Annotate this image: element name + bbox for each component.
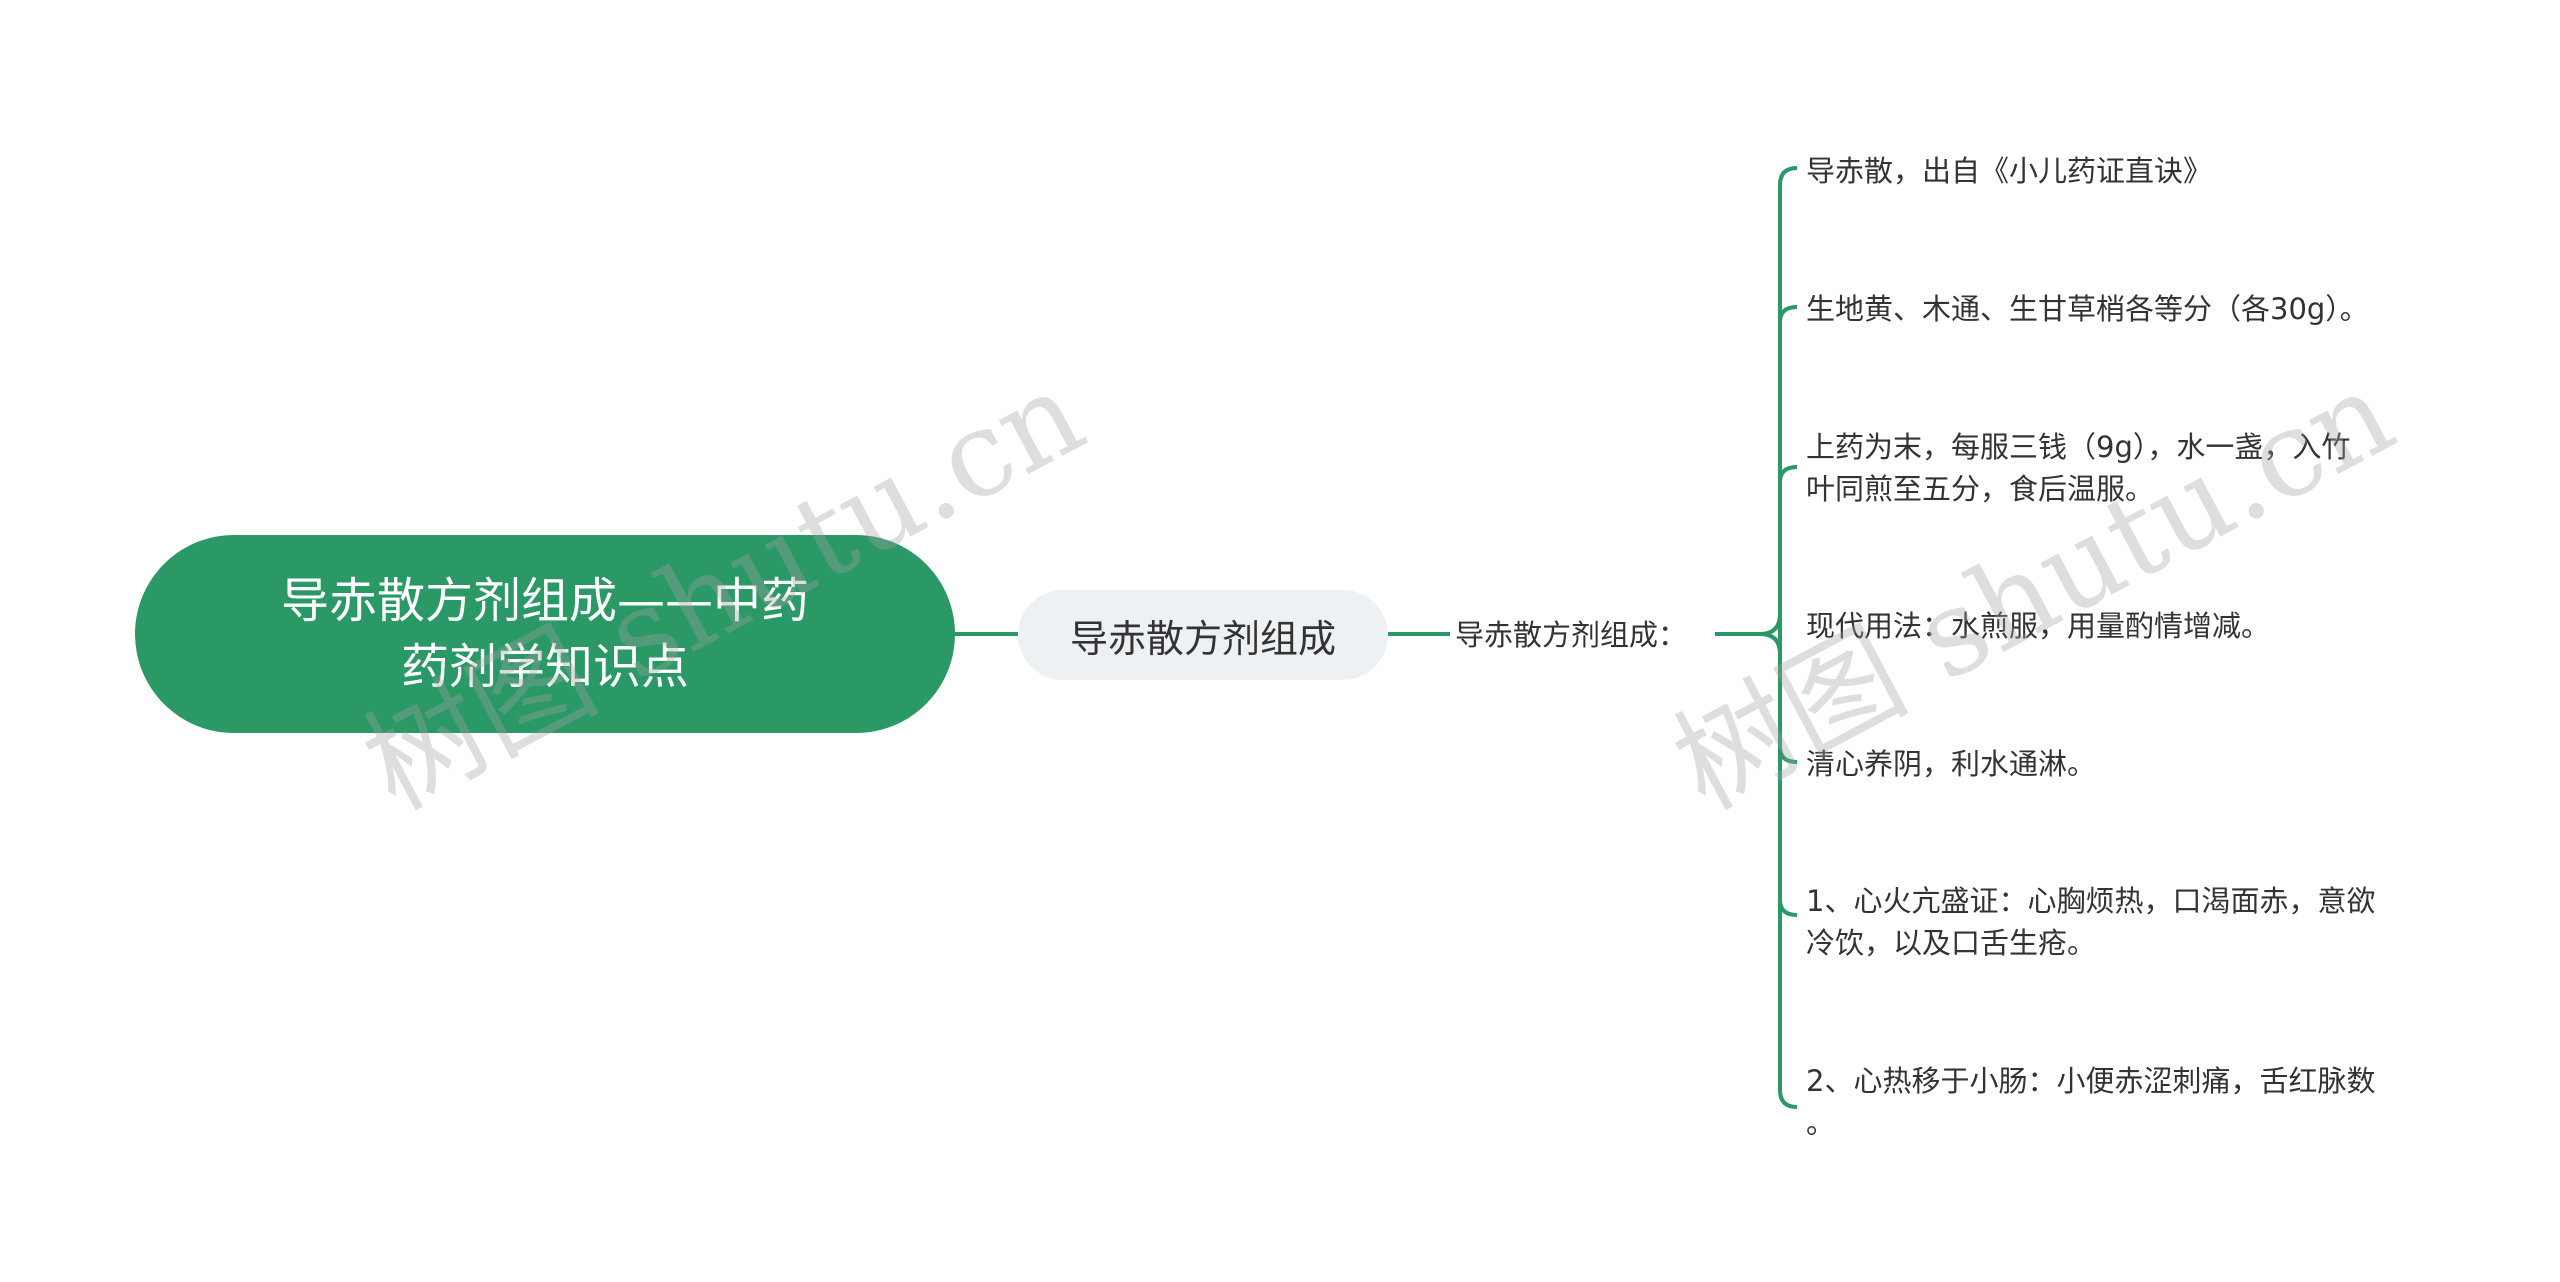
bracket-top-curve: [1778, 166, 1798, 186]
leaf-node-1[interactable]: 导赤散，出自《小儿药证直诀》: [1806, 150, 2446, 192]
leaf-node-2[interactable]: 生地黄、木通、生甘草梢各等分（各30g）。: [1806, 288, 2446, 330]
branch-node-label: 导赤散方剂组成: [1069, 616, 1336, 661]
leaf-node-4[interactable]: 现代用法：水煎服，用量酌情增减。: [1806, 605, 2446, 647]
root-node-line-2: 药剂学知识点: [400, 639, 689, 695]
mid-node[interactable]: 导赤散方剂组成：: [1455, 612, 1715, 658]
leaf-7-line-1: 2、心热移于小肠：小便赤涩刺痛，舌红脉数: [1806, 1064, 2376, 1098]
leaf-node-7[interactable]: 2、心热移于小肠：小便赤涩刺痛，舌红脉数 。: [1806, 1060, 2446, 1144]
leaf-3-line-1: 上药为末，每服三钱（9g），水一盏，入竹: [1806, 430, 2351, 464]
leaf-7-line-2: 。: [1806, 1106, 1836, 1140]
root-node-line-1: 导赤散方剂组成——中药: [280, 573, 809, 629]
leaf-node-5[interactable]: 清心养阴，利水通淋。: [1806, 743, 2446, 785]
leaf-3-line-2: 叶同煎至五分，食后温服。: [1806, 472, 2155, 506]
leaf-node-6[interactable]: 1、心火亢盛证：心胸烦热，口渴面赤，意欲 冷饮，以及口舌生疮。: [1806, 880, 2446, 964]
leaf-5-line-1: 清心养阴，利水通淋。: [1806, 747, 2097, 781]
branch-node[interactable]: 导赤散方剂组成: [1018, 590, 1388, 680]
leaf-tick-2: [1778, 305, 1798, 323]
leaf-6-line-2: 冷饮，以及口舌生疮。: [1806, 926, 2097, 960]
leaf-2-line-1: 生地黄、木通、生甘草梢各等分（各30g）。: [1806, 292, 2369, 326]
leaf-tick-5: [1778, 746, 1798, 764]
leaf-tick-6: [1778, 899, 1798, 917]
bracket-mid-junction: [1759, 613, 1782, 655]
root-node[interactable]: 导赤散方剂组成——中药 药剂学知识点: [135, 535, 955, 733]
bracket-bottom-curve: [1778, 1089, 1798, 1109]
mid-node-label: 导赤散方剂组成：: [1455, 618, 1688, 652]
leaf-node-3[interactable]: 上药为末，每服三钱（9g），水一盏，入竹 叶同煎至五分，食后温服。: [1806, 426, 2446, 510]
leaf-1-line-1: 导赤散，出自《小儿药证直诀》: [1806, 154, 2213, 188]
leaf-4-line-1: 现代用法：水煎服，用量酌情增减。: [1806, 609, 2271, 643]
leaf-tick-3: [1778, 465, 1798, 483]
leaf-6-line-1: 1、心火亢盛证：心胸烦热，口渴面赤，意欲: [1806, 884, 2376, 918]
